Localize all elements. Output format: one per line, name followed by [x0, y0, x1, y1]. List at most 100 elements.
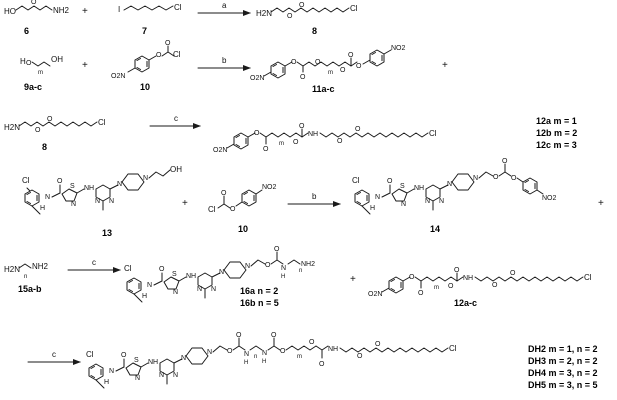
reagent-label-c: c	[174, 114, 178, 123]
compound-dh-final: Cl H N O S N NH N N N N O O N H n N H O	[86, 332, 457, 389]
ether-oxygen-label: O	[355, 126, 361, 133]
ether-oxygen-label: O	[510, 270, 516, 277]
carbamate-nh-label: N	[244, 351, 249, 358]
compound-8-reactant: H2N O O Cl	[4, 116, 106, 134]
thiazole-n-label: N	[71, 201, 76, 208]
compound-13: Cl H N O S N NH N N N N OH	[22, 165, 182, 215]
amide-nh-label: H	[370, 205, 375, 212]
reagent-label-b-second: b	[312, 192, 317, 201]
subscript-n: n	[254, 354, 257, 360]
ester-oxygen-label: O	[254, 130, 260, 137]
series-label-12c: 12c m = 3	[536, 140, 577, 150]
ether-oxygen-label: O	[26, 60, 32, 67]
ester-oxygen-label: O	[511, 175, 517, 182]
ether-oxygen-label: O	[31, 0, 37, 6]
compound-10: O O Cl O2N	[111, 40, 181, 80]
carbonyl-oxygen-label: O	[387, 178, 393, 185]
chlorine-label: Cl	[350, 4, 358, 13]
piperazine-n-label: N	[447, 181, 452, 188]
subscript-m: m	[434, 285, 439, 291]
compound-11: O2N O O O m O O O NO2	[250, 45, 406, 82]
compound-10-second: Cl O O NO2	[208, 184, 277, 214]
piperazine-n-label: N	[245, 263, 250, 270]
pyrimidine-n-label: N	[159, 372, 164, 379]
carbonyl-oxygen-label: O	[57, 178, 63, 185]
ether-oxygen-label: O	[293, 139, 299, 146]
chlorine-label: Cl	[208, 205, 216, 214]
chlorine-label: Cl	[429, 129, 437, 138]
plus-sign: +	[598, 198, 604, 209]
piperazine-n-label: N	[117, 181, 122, 188]
chlorine-label: Cl	[98, 118, 106, 127]
ether-oxygen-label: O	[448, 283, 454, 290]
amine-nh-label: NH	[84, 185, 94, 192]
reagent-label-b: b	[222, 56, 227, 65]
chlorine-label: Cl	[22, 176, 30, 185]
ester-oxygen-label: O	[291, 59, 297, 66]
plus-sign: +	[350, 274, 356, 285]
chlorine-label: Cl	[352, 176, 360, 185]
pyrimidine-n-label: N	[95, 198, 100, 205]
amine-label: NH2	[301, 261, 315, 268]
thiazole-n-label: N	[401, 201, 406, 208]
amine-label: NH2	[32, 262, 49, 271]
chlorine-label: Cl	[173, 50, 181, 59]
amide-nh-label: H	[40, 205, 45, 212]
nitro-label: O2N	[111, 73, 125, 80]
compound-14: Cl H N O S N NH N N N N O O O NO2	[352, 158, 557, 215]
plus-sign: +	[442, 60, 448, 71]
series-label-dh2: DH2 m = 1, n = 2	[528, 344, 598, 354]
pyrimidine-n-label: N	[109, 198, 114, 205]
ester-oxygen-label: O	[356, 63, 362, 70]
carbonyl-oxygen-label: O	[165, 40, 171, 47]
carbonyl-oxygen-label: O	[418, 290, 424, 297]
compound-label-11: 11a-c	[312, 84, 335, 94]
chlorine-label: Cl	[449, 344, 457, 353]
ether-oxygen-label: O	[492, 282, 498, 289]
ether-oxygen-label: O	[337, 138, 343, 145]
compound-label-6: 6	[24, 26, 29, 36]
compound-label-10-second: 10	[238, 224, 248, 234]
carbonyl-oxygen-label: O	[300, 74, 306, 81]
amide-nh-label: NH	[328, 346, 338, 353]
compound-label-8: 8	[312, 26, 317, 36]
series-label-dh3: DH3 m = 2, n = 2	[528, 356, 598, 366]
ether-oxygen-label: O	[375, 341, 381, 348]
compound-12-reactant: O2N O O m O O NH O O Cl	[368, 267, 592, 298]
hydroxyl-label: OH	[170, 165, 182, 174]
series-label-dh5: DH5 m = 3, n = 5	[528, 380, 598, 390]
piperazine-n-label: N	[143, 175, 148, 182]
subscript-m: m	[38, 70, 43, 76]
pyrimidine-n-label: N	[197, 286, 202, 293]
amide-n-label: N	[109, 368, 114, 375]
compound-16: Cl H N O S N NH N N N N O O N H n NH2	[124, 246, 315, 303]
series-label-12a: 12a m = 1	[536, 116, 577, 126]
hydroxyl-label: HO	[4, 7, 16, 16]
piperazine-n-label: N	[181, 355, 186, 362]
compound-7: I Cl	[118, 3, 182, 14]
thiazole-s-label: S	[172, 271, 177, 278]
subscript-m: m	[297, 354, 302, 360]
nitro-label: O2N	[213, 147, 227, 154]
amine-label: H2N	[4, 123, 20, 132]
amide-nh-label: H	[104, 379, 109, 386]
compound-label-15: 15a-b	[18, 284, 42, 294]
piperazine-n-label: N	[219, 269, 224, 276]
nitro-label: O2N	[368, 291, 382, 298]
ether-oxygen-label: O	[299, 2, 305, 9]
ether-oxygen-label: O	[309, 339, 315, 346]
compound-label-12a-c: 12a-c	[454, 298, 477, 308]
series-label-16a: 16a n = 2	[240, 286, 278, 296]
chlorine-label: Cl	[174, 3, 182, 12]
amine-label: H2N	[256, 9, 272, 18]
hydroxyl-label: OH	[51, 55, 63, 64]
carbonyl-oxygen-label: O	[221, 190, 227, 197]
carbonyl-oxygen-label: O	[121, 352, 127, 359]
ester-oxygen-label: O	[156, 52, 162, 59]
amide-n-label: N	[45, 194, 50, 201]
piperazine-n-label: N	[207, 349, 212, 356]
hydrogen-label: H	[20, 57, 26, 66]
carbonyl-oxygen-label: O	[274, 246, 280, 253]
compound-label-7: 7	[142, 26, 147, 36]
